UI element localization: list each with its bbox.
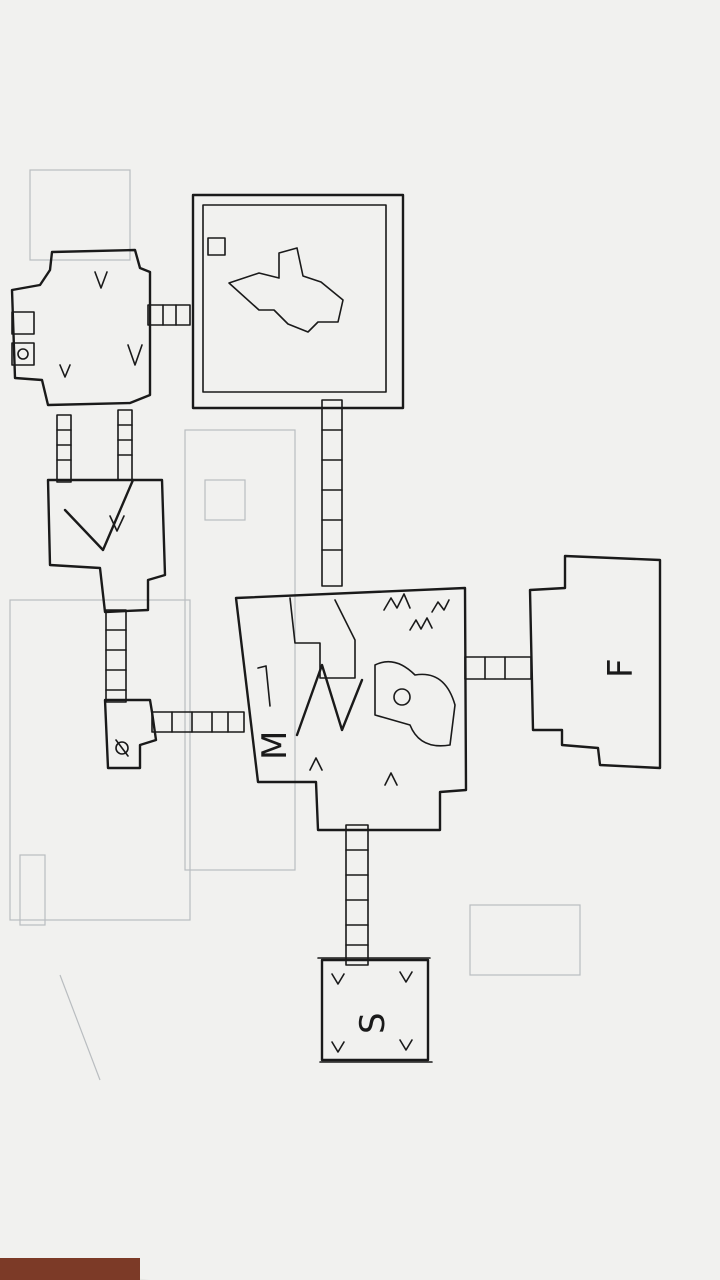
door-mark [257,665,271,707]
start-corner-marks [331,971,413,1053]
connector-key-main [151,711,245,733]
room-top-left [10,248,152,407]
enemy-marks-top-left [59,271,143,378]
room-start-label: S [353,1012,393,1034]
room-start-double-lines [317,957,433,1063]
fire-marks [383,593,450,631]
pit-hole-icon [393,688,411,706]
enemy-large-mark [63,478,135,552]
connector-ticks [56,304,506,946]
enemy-small-mark [109,515,125,532]
room-vertical [46,478,167,614]
map-lock-icon [207,237,226,256]
item-eye-icon [11,342,35,366]
key-icon [115,741,129,755]
room-key [103,698,158,770]
room-main [234,586,468,832]
room-final [528,554,662,770]
key-shaft-icon [115,739,129,757]
table-edge [0,1258,140,1280]
room-map-inner [202,204,387,393]
pit-area [374,660,456,747]
room-final-label: F [601,658,641,678]
connector-map-main [321,399,343,587]
connector-vertical-left [105,609,127,703]
item-chest-icon [11,311,35,335]
connector-main-start [345,824,369,966]
map-blob [228,247,344,333]
room-map-outer [191,193,405,410]
enemy-marks-main [309,757,398,786]
room-main-label: M [255,731,295,760]
boss-mark [295,663,364,737]
show-through-marks [9,169,581,1081]
room-start [320,958,430,1062]
rubble-area [289,597,356,679]
eye-pupil-icon [17,348,29,360]
connector-map [147,304,191,326]
